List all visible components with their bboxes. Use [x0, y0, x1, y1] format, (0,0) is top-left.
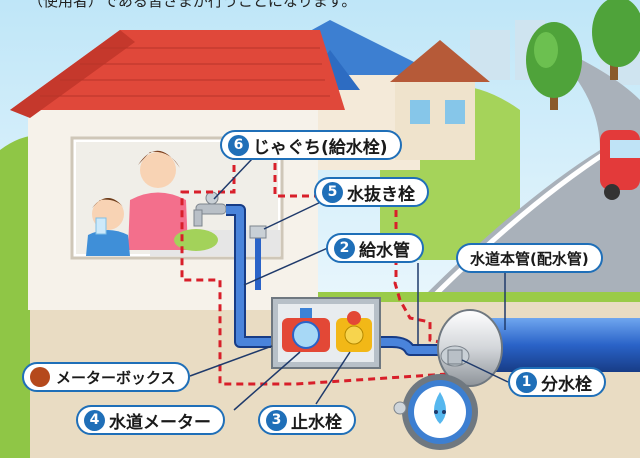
label-faucet-text: じゃぐち(給水栓)	[253, 137, 388, 158]
road-line	[428, 147, 612, 302]
label-branch-valve-text: 分水栓	[541, 374, 592, 395]
label-drain-valve: 5 水抜き栓	[314, 177, 429, 207]
label-stop-valve-text: 止水栓	[291, 412, 342, 433]
road-curve	[420, 40, 640, 300]
label-stop-valve: 3 止水栓	[258, 405, 356, 435]
faucet-icon	[193, 191, 227, 227]
meter-box-dot-icon	[30, 367, 50, 387]
house-icon	[390, 40, 490, 160]
drain-valve-icon	[249, 225, 267, 239]
label-meter-box: メーターボックス	[22, 362, 190, 392]
mother-figure	[128, 150, 188, 250]
label-branch-valve-number: 1	[516, 371, 537, 393]
label-water-meter-text: 水道メーター	[109, 412, 211, 433]
label-supply-pipe: 2 給水管	[326, 233, 424, 263]
meter-box	[271, 297, 381, 369]
label-supply-pipe-number: 2	[334, 237, 355, 259]
label-drain-valve-text: 水抜き栓	[347, 184, 415, 205]
leader-lines	[189, 158, 509, 411]
branch-valve-icon	[447, 349, 463, 365]
water-main-pipe	[437, 309, 640, 387]
car-icon	[600, 130, 640, 200]
label-branch-valve: 1 分水栓	[508, 367, 606, 397]
label-drain-valve-number: 5	[322, 181, 343, 203]
label-supply-pipe-text: 給水管	[359, 240, 410, 261]
bowl	[174, 229, 218, 251]
label-faucet-number: 6	[228, 134, 249, 156]
label-faucet: 6 じゃぐち(給水栓)	[220, 130, 402, 160]
label-water-main-text: 水道本管(配水管)	[470, 249, 589, 268]
water-drop-mascot-icon	[393, 374, 478, 450]
label-water-meter: 4 水道メーター	[76, 405, 225, 435]
label-meter-box-text: メーターボックス	[56, 368, 176, 387]
boy-figure	[86, 198, 130, 256]
intro-text: （使用者）である皆さまが行うことになります。	[28, 0, 357, 10]
label-water-main: 水道本管(配水管)	[456, 243, 603, 273]
tree-icon	[592, 0, 640, 80]
tree-icon	[526, 22, 582, 110]
label-water-meter-number: 4	[84, 409, 105, 431]
label-stop-valve-number: 3	[266, 409, 287, 431]
